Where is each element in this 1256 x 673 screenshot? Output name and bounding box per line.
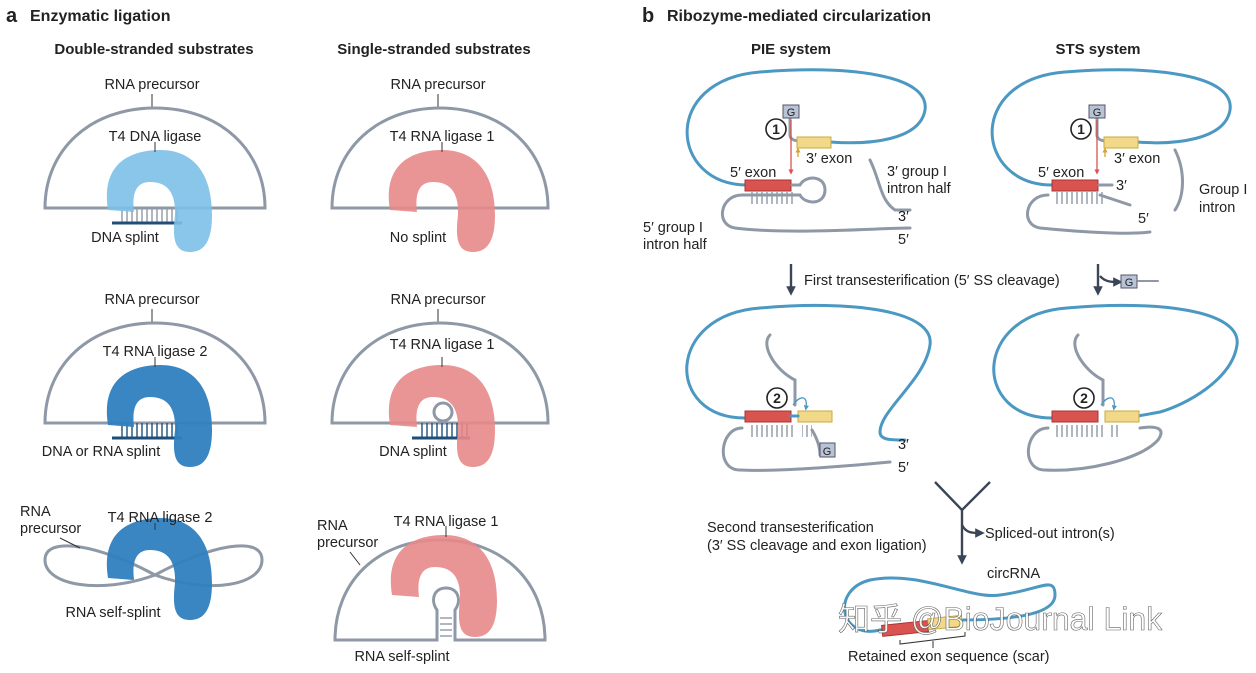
step2-label-line2: (3′ SS cleavage and exon ligation) [707,538,927,554]
svg-text:1: 1 [772,121,780,137]
svg-text:5′ group I: 5′ group I [643,220,703,236]
svg-text:RNA self-splint: RNA self-splint [354,649,449,665]
svg-text:2: 2 [1080,390,1088,406]
svg-text:5′: 5′ [1138,211,1149,227]
svg-text:3′ exon: 3′ exon [1114,151,1160,167]
a5-t4-rna-ligase2-self-splint-diagram: RNA precursor T4 RNA ligase 2 RNA self-s… [20,504,264,621]
svg-text:T4 RNA ligase 1: T4 RNA ligase 1 [394,514,499,530]
svg-text:T4 RNA ligase 1: T4 RNA ligase 1 [390,129,495,145]
svg-text:2: 2 [773,390,781,406]
svg-text:5′ exon: 5′ exon [730,165,776,181]
col-single-stranded: Single-stranded substrates [337,41,530,58]
svg-text:T4 RNA ligase 2: T4 RNA ligase 2 [103,344,208,360]
svg-text:Group I: Group I [1199,182,1247,198]
panel-a-title: Enzymatic ligation [30,8,170,25]
svg-text:RNA: RNA [20,504,51,520]
svg-text:5′: 5′ [898,460,909,476]
svg-text:3′: 3′ [898,437,909,453]
col-sts-system: STS system [1055,41,1140,58]
panel-b-letter: b [642,5,654,27]
spliced-out-label: Spliced-out intron(s) [985,526,1115,542]
svg-text:5′ exon: 5′ exon [1038,165,1084,181]
b1-pie-before-diagram: G 1 3′ exon 5′ exon 3′ group I intron ha… [643,68,952,253]
a1-t4-dna-ligase-diagram: RNA precursor T4 DNA ligase DNA splint [43,77,267,252]
svg-text:DNA splint: DNA splint [379,444,447,460]
svg-text:precursor: precursor [20,521,81,537]
svg-text:DNA splint: DNA splint [91,230,159,246]
svg-text:5′: 5′ [898,232,909,248]
b3-pie-after-diagram: G 2 3′ 5′ [685,303,932,476]
svg-text:3′: 3′ [898,209,909,225]
circrna-diagram: circRNA Retained exon sequence (scar) [843,566,1057,665]
svg-text:RNA self-splint: RNA self-splint [65,605,160,621]
svg-text:precursor: precursor [317,535,378,551]
svg-text:T4 DNA ligase: T4 DNA ligase [109,129,202,145]
svg-text:3′ exon: 3′ exon [806,151,852,167]
svg-text:RNA precursor: RNA precursor [390,77,485,93]
svg-text:RNA precursor: RNA precursor [104,77,199,93]
svg-text:1: 1 [1077,121,1085,137]
watermark: 知乎 @BioJournal Link [838,601,1163,637]
svg-text:G: G [1125,277,1134,289]
panel-b-title: Ribozyme-mediated circularization [667,8,931,25]
col-double-stranded: Double-stranded substrates [54,41,253,58]
svg-text:3′: 3′ [1116,178,1127,194]
svg-text:T4 RNA ligase 1: T4 RNA ligase 1 [390,337,495,353]
svg-text:Retained exon sequence (scar): Retained exon sequence (scar) [848,649,1050,665]
svg-text:intron half: intron half [643,237,708,253]
svg-text:circRNA: circRNA [987,566,1040,582]
svg-text:No splint: No splint [390,230,446,246]
col-pie-system: PIE system [751,41,831,58]
step1-label: First transesterification (5′ SS cleavag… [804,273,1060,289]
a2-t4-rna-ligase1-diagram: RNA precursor T4 RNA ligase 1 No splint [330,77,550,252]
a4-t4-rna-ligase1-dna-splint-diagram: RNA precursor T4 RNA ligase 1 DNA splint [330,292,550,467]
a6-t4-rna-ligase1-self-splint-diagram: RNA precursor T4 RNA ligase 1 RNA self-s… [317,514,547,665]
svg-text:RNA precursor: RNA precursor [104,292,199,308]
svg-text:G: G [1093,107,1102,119]
svg-text:3′ group I: 3′ group I [887,164,947,180]
svg-text:RNA precursor: RNA precursor [390,292,485,308]
b4-sts-after-diagram: 2 [992,303,1239,472]
svg-text:G: G [823,446,832,458]
svg-text:DNA or RNA splint: DNA or RNA splint [42,444,160,460]
a3-t4-rna-ligase2-diagram: RNA precursor T4 RNA ligase 2 DNA or RNA… [42,292,267,467]
svg-text:RNA: RNA [317,518,348,534]
svg-text:intron: intron [1199,200,1235,216]
panel-a-letter: a [6,5,18,27]
svg-text:G: G [787,107,796,119]
b2-sts-before-diagram: G 1 3′ exon 5′ exon 3′ 5′ Group I intron [990,68,1247,235]
step2-merge-arrow [934,481,991,565]
step2-label-line1: Second transesterification [707,520,874,536]
svg-text:intron half: intron half [887,181,952,197]
svg-text:T4 RNA ligase 2: T4 RNA ligase 2 [108,510,213,526]
